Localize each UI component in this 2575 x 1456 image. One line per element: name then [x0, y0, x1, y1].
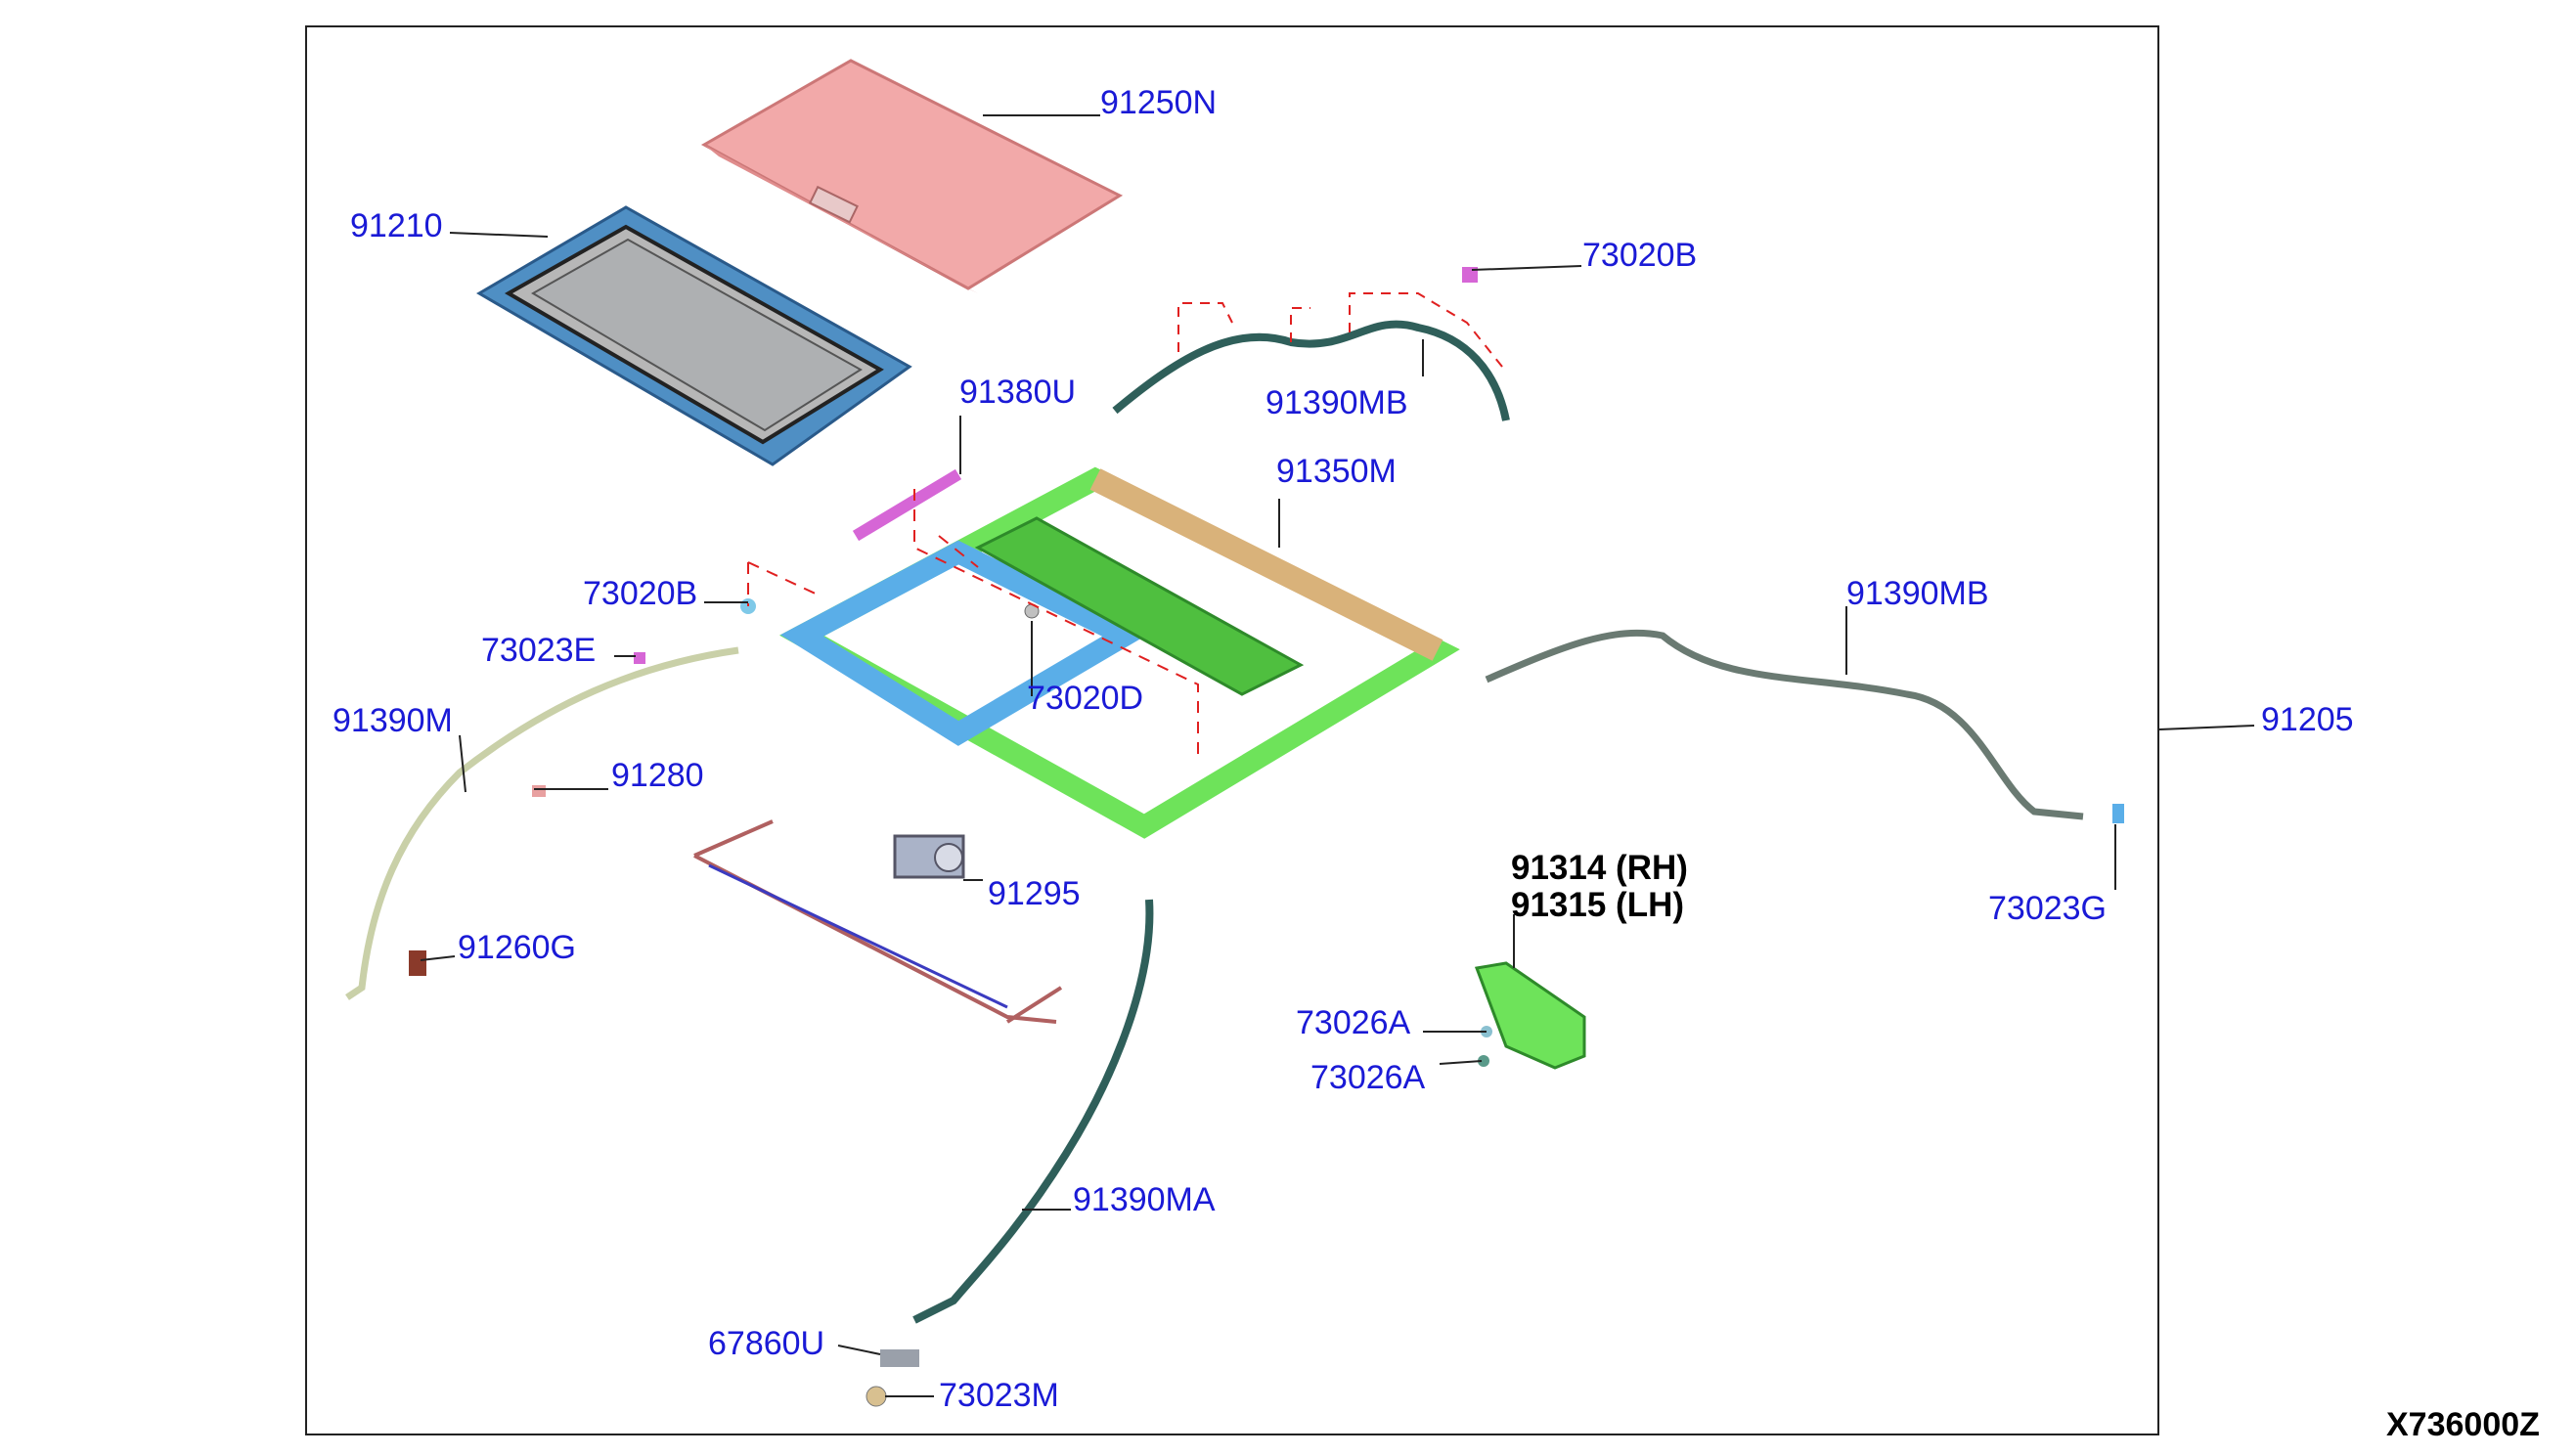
label-73026A-upper[interactable]: 73026A [1296, 1004, 1411, 1041]
drain-hose-front-part [912, 899, 1154, 1324]
sunroof-frame-part [779, 466, 1460, 839]
label-73020B-top[interactable]: 73020B [1582, 237, 1698, 274]
deflector-part [852, 468, 962, 542]
diagram-border [305, 25, 2159, 1435]
glass-seal-part [476, 205, 912, 466]
leader-lines [420, 114, 2255, 1397]
label-91315-lh[interactable]: 91315 (LH) [1511, 886, 1685, 924]
label-73023E[interactable]: 73023E [481, 632, 597, 669]
drain-hose-top-part [1112, 292, 1510, 421]
drive-cable-part [693, 819, 1063, 1024]
drain-hose-right-part [1485, 630, 2084, 820]
label-91390MB-right[interactable]: 91390MB [1846, 575, 1989, 612]
label-67860U[interactable]: 67860U [708, 1325, 825, 1362]
label-91350M[interactable]: 91350M [1276, 453, 1397, 490]
clip-parts [409, 267, 2124, 1407]
glass-panel-part [700, 59, 1124, 293]
label-91205[interactable]: 91205 [2261, 701, 2354, 738]
label-91390M[interactable]: 91390M [333, 702, 453, 739]
label-73023G[interactable]: 73023G [1988, 890, 2107, 927]
bracket-part [1474, 961, 1586, 1070]
label-91390MA[interactable]: 91390MA [1073, 1181, 1216, 1218]
label-91280[interactable]: 91280 [611, 757, 704, 794]
label-73023M[interactable]: 73023M [939, 1377, 1059, 1414]
label-73020D[interactable]: 73020D [1027, 680, 1144, 717]
label-73026A-lower[interactable]: 73026A [1310, 1059, 1426, 1096]
label-91390MB-top[interactable]: 91390MB [1265, 384, 1408, 421]
diagram-code: X736000Z [2386, 1406, 2540, 1443]
assembly-guides [747, 489, 1199, 763]
label-91260G[interactable]: 91260G [458, 929, 576, 966]
label-91295[interactable]: 91295 [988, 875, 1081, 912]
drain-hose-left-part [345, 646, 739, 1000]
label-91250N[interactable]: 91250N [1100, 84, 1218, 121]
motor-part [893, 834, 965, 879]
label-73020B-left[interactable]: 73020B [583, 575, 698, 612]
label-91314-rh[interactable]: 91314 (RH) [1511, 849, 1688, 887]
label-91380U[interactable]: 91380U [959, 374, 1077, 411]
label-91210[interactable]: 91210 [350, 207, 443, 244]
